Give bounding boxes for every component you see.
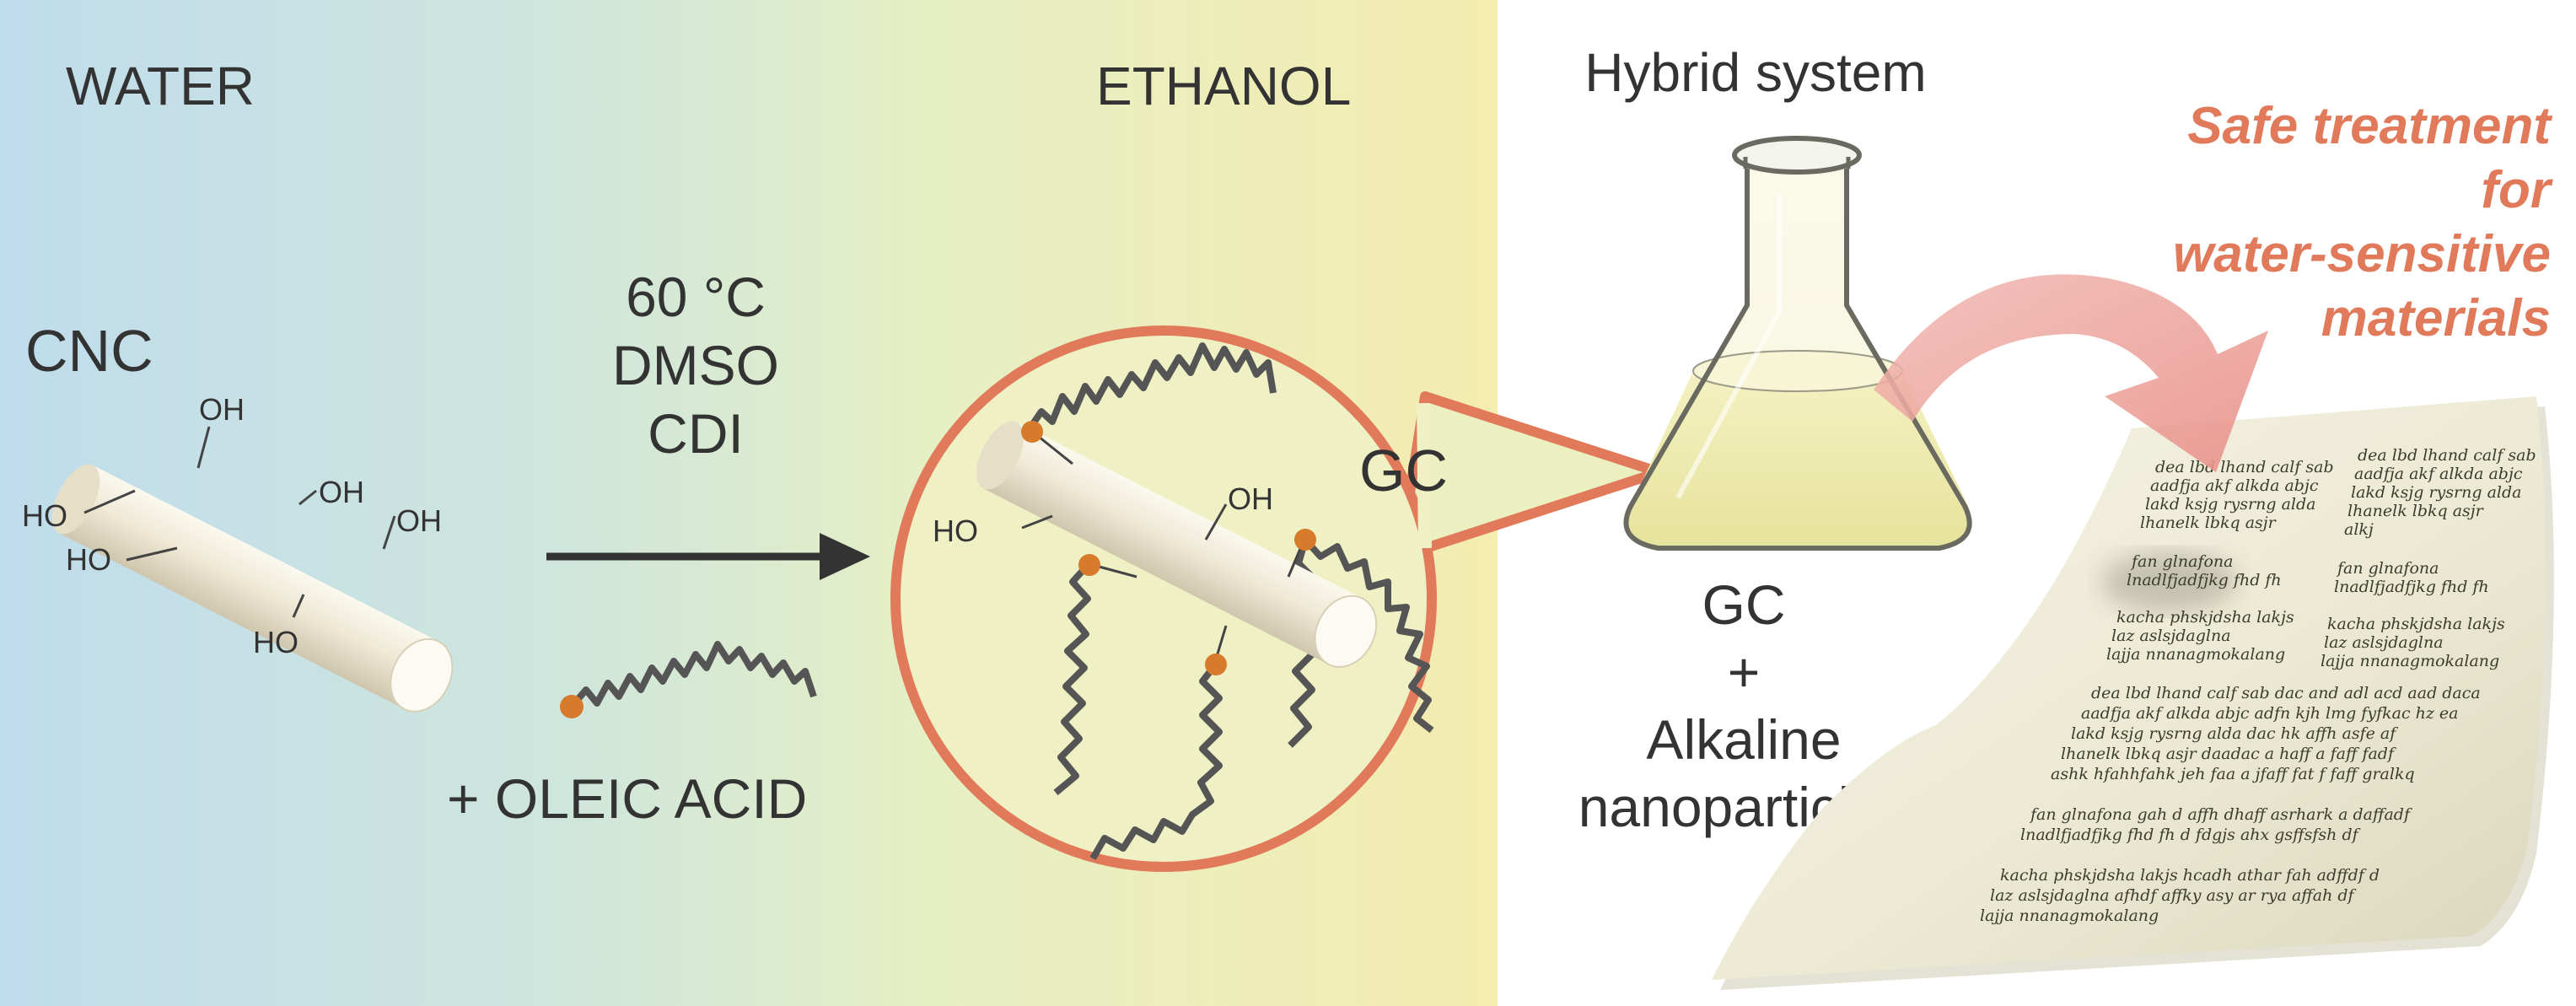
gc-label: GC [1359, 438, 1448, 503]
cnc-hydroxyl-groups: OH HO HO OH OH HO [22, 392, 442, 659]
document-line: laz aslsjdaglna afhdf affky asy ar rya a… [1990, 886, 2357, 905]
document-line: laz aslsjdaglna [2111, 627, 2231, 645]
document-text: dea lbd lhand calf sab aadfja akf alkda … [1980, 446, 2536, 925]
reaction-temperature: 60 °C [626, 266, 766, 328]
document-line: lhanelk lbkq asjr [2140, 514, 2278, 532]
ester-dot [1205, 654, 1227, 675]
tagline-line: water-sensitive [2173, 225, 2551, 283]
document-line: kacha phskjdsha lakjs [2327, 615, 2505, 633]
document-line: laz aslsjdaglna [2324, 633, 2444, 652]
document-line: fan glnafona gah d affh dhaff asrhark a … [2029, 805, 2412, 824]
oleic-acid-label: + OLEIC ACID [447, 767, 807, 830]
tagline: Safe treatment for water-sensitive mater… [2173, 97, 2553, 347]
hybrid-system-label: Hybrid system [1584, 42, 1926, 103]
ester-dot [1294, 529, 1316, 551]
document-line: dea lbd lhand calf sab dac and adl acd a… [2091, 684, 2481, 702]
document-line: lnadlfjadfjkg fhd fh [2334, 578, 2489, 596]
document-line: aadfja akf alkda abjc [2354, 465, 2523, 483]
document-line: alkj [2344, 520, 2374, 539]
reaction-solvent: DMSO [612, 334, 779, 396]
document-line: lakd ksjg rysrng alda [2145, 495, 2315, 514]
modified-cnc-rod [976, 421, 1378, 668]
erlenmeyer-flask [1623, 136, 1972, 551]
hydroxyl-label: HO [253, 625, 298, 659]
document-line: lajja nnanagmokalang [2106, 645, 2285, 664]
document-line: lajja nnanagmokalang [2321, 652, 2499, 670]
ester-dot [1078, 554, 1100, 576]
hydroxyl-label: HO [66, 542, 111, 577]
document-line: lakd ksjg rysrng alda dac hk affh asfe a… [2071, 724, 2398, 743]
document-line: fan glnafona [2336, 559, 2439, 578]
document-line: kacha phskjdsha lakjs hcadh athar fah ad… [2000, 866, 2380, 885]
hydroxyl-label: HO [22, 498, 67, 533]
document-line: dea lbd lhand calf sab [2358, 446, 2536, 465]
ethanol-label: ETHANOL [1096, 56, 1351, 116]
modified-rod-hydroxyls: HO OH [933, 481, 1273, 548]
document-line: aadfja akf alkda abjc adfn kjh lmg fyfka… [2081, 704, 2458, 723]
reaction-arrow [546, 533, 870, 580]
document-line: lakd ksjg rysrng alda [2351, 483, 2521, 502]
hydroxyl-label: OH [396, 503, 442, 538]
flask-contents-line: Alkaline [1646, 708, 1841, 771]
document-line: aadfja akf alkda abjc [2150, 476, 2319, 495]
cnc-rod [51, 464, 454, 713]
document-line: kacha phskjdsha lakjs [2116, 608, 2294, 627]
application-arrow [1874, 274, 2268, 472]
ester-attachment-points [1021, 421, 1316, 675]
oleic-acid-molecule [560, 641, 817, 718]
document-line: ashk hfahhfahk jeh faa a jfaff fat f faf… [2051, 765, 2415, 783]
flask-contents-line: GC [1702, 573, 1786, 636]
flask-contents-line: + [1728, 641, 1761, 703]
hydroxyl-label: HO [933, 514, 978, 548]
document-sheet [1712, 396, 2554, 990]
hydroxyl-label: OH [1228, 481, 1273, 516]
document-line: lajja nnanagmokalang [1980, 906, 2159, 925]
ester-dot [1021, 421, 1043, 443]
document-line: fan glnafona [2130, 552, 2233, 571]
water-label: WATER [66, 56, 255, 116]
document-line: lnadlfjadfjkg fhd fh [2127, 571, 2282, 589]
document-line: lnadlfjadfjkg fhd fh d fdgjs ahx gsffsfs… [2020, 826, 2361, 844]
tagline-line: materials [2321, 289, 2551, 347]
tagline-line: for [2481, 161, 2553, 219]
document-line: dea lbd lhand calf sab [2155, 458, 2334, 476]
document-line: lhanelk lbkq asjr daadac a haff a faff f… [2061, 745, 2396, 763]
hydroxyl-label: OH [199, 392, 245, 427]
tagline-line: Safe treatment [2187, 97, 2552, 155]
hydroxyl-label: OH [319, 475, 364, 509]
reaction-reagent: CDI [648, 402, 744, 465]
document-line: lhanelk lbkq asjr [2347, 502, 2485, 520]
cnc-label: CNC [25, 318, 153, 384]
